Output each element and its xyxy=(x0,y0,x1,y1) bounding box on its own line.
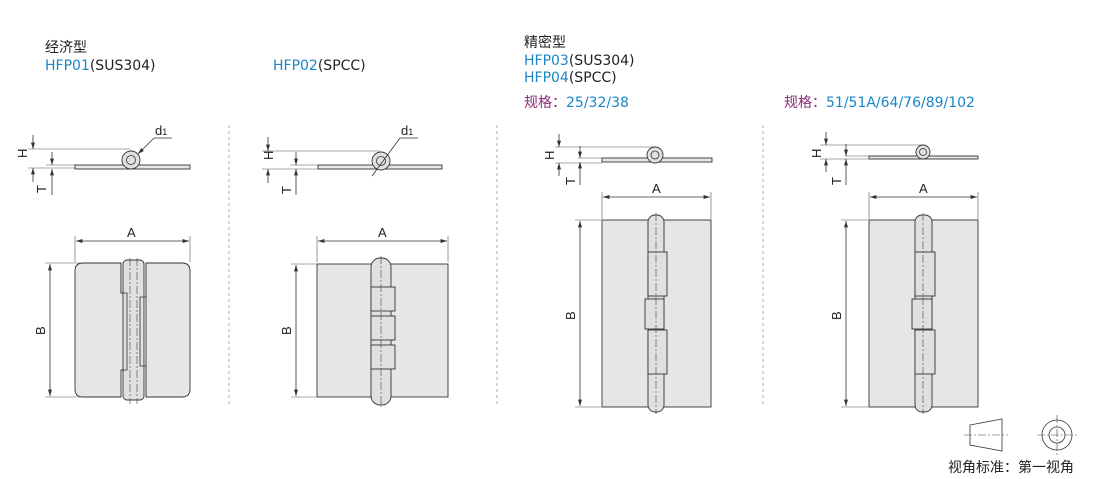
model-label: HFP03(SUS304) xyxy=(524,53,635,69)
dim-b: B xyxy=(829,311,844,320)
type-label: 经济型 xyxy=(45,40,87,56)
projection-standard-label: 视角标准：第一视角 xyxy=(948,459,1074,476)
side-view: H T xyxy=(809,132,979,185)
model-label: HFP01(SUS304) xyxy=(45,58,156,74)
dim-a: A xyxy=(919,181,928,196)
dim-h: H xyxy=(542,151,557,160)
dim-b: B xyxy=(33,326,48,335)
panel-hfp03-04: 精密型 HFP03(SUS304) HFP04(SPCC) 规格：25/32/3… xyxy=(524,34,713,414)
dim-h: H xyxy=(809,149,824,158)
dim-d1: d1 xyxy=(401,123,413,138)
dim-t: T xyxy=(563,177,578,185)
panel-large-sizes: 规格：51/51A/64/76/89/102 H T A xyxy=(784,95,979,414)
side-view: H T d1 xyxy=(261,123,443,195)
dim-d1: d1 xyxy=(155,123,167,138)
front-view: A B xyxy=(829,181,979,414)
dim-b: B xyxy=(279,326,294,335)
front-view: A B xyxy=(563,181,712,414)
dim-t: T xyxy=(829,177,844,185)
dim-a: A xyxy=(127,225,136,240)
dim-a: A xyxy=(378,225,387,240)
side-view: H T xyxy=(542,134,713,185)
panel-hfp02: HFP02(SPCC) H T d1 xyxy=(261,58,449,407)
dim-b: B xyxy=(563,311,578,320)
dim-t: T xyxy=(34,185,49,193)
front-view: A B xyxy=(33,225,191,404)
first-angle-circle-icon xyxy=(1037,415,1077,455)
side-view: H T d1 xyxy=(15,123,191,195)
dim-h: H xyxy=(261,151,276,160)
projection-legend: 视角标准：第一视角 xyxy=(948,415,1077,476)
panel-hfp01: 经济型 HFP01(SUS304) H T d1 xyxy=(15,40,191,404)
frustum-side-icon xyxy=(964,418,1008,452)
dim-t: T xyxy=(279,186,294,194)
model-label: HFP02(SPCC) xyxy=(273,58,366,74)
dim-h: H xyxy=(15,149,30,158)
dim-a: A xyxy=(652,181,661,196)
spec-label: 规格：51/51A/64/76/89/102 xyxy=(784,95,975,111)
front-view: A B xyxy=(279,225,449,407)
model-label: HFP04(SPCC) xyxy=(524,70,617,86)
type-label: 精密型 xyxy=(524,34,566,51)
spec-label: 规格：25/32/38 xyxy=(524,95,629,111)
